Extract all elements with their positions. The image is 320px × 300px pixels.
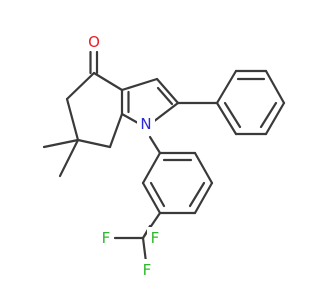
atom-fluorine-2: F <box>139 259 155 279</box>
structure-canvas: O N F F F <box>42 31 286 279</box>
atom-oxygen: O <box>85 31 103 51</box>
atom-label-layer: O N F F F <box>85 31 163 279</box>
oxygen-label: O <box>88 33 100 51</box>
bond-c7-c7a <box>108 112 124 149</box>
atom-fluorine-1: F <box>98 227 114 247</box>
bond-ph-inner-3 <box>223 101 242 129</box>
bond-c4-c5 <box>65 71 96 101</box>
structural-formula: O N F F F <box>42 31 286 279</box>
bond-n1-aryl <box>148 135 162 155</box>
bond-ar-6 <box>141 151 162 185</box>
bond-c6-c7 <box>76 138 112 149</box>
bond-c6-methyl-b <box>58 138 80 178</box>
fluorine-label-2: F <box>143 261 152 279</box>
bond-c3-c2-a <box>155 77 180 105</box>
bond-ph-inner-2 <box>259 101 278 129</box>
atom-nitrogen: N <box>137 113 155 133</box>
bond-c4-c3a <box>92 71 124 92</box>
bond-ar-2 <box>193 151 214 185</box>
bond-ar-3 <box>193 181 214 215</box>
bond-cf3-f2 <box>141 236 148 264</box>
bond-ph-1 <box>215 69 238 105</box>
bond-c3a-c3 <box>120 77 159 92</box>
bond-ph-3 <box>264 69 286 105</box>
nitrogen-label: N <box>140 115 151 133</box>
fluorine-label-1: F <box>102 229 111 247</box>
bond-ph-6 <box>215 101 238 136</box>
bond-c5-c6 <box>65 97 80 142</box>
atom-fluorine-3: F <box>147 227 163 247</box>
bond-layer <box>42 50 286 264</box>
bond-ar-inner-2 <box>188 181 206 208</box>
bond-n1-c7a <box>120 112 140 125</box>
bond-c2-n1 <box>151 101 180 124</box>
bond-ar-inner-3 <box>149 181 166 208</box>
bond-ph-4 <box>264 101 286 136</box>
bond-c6-methyl-a <box>42 138 80 149</box>
bond-c3-c2-b <box>156 86 174 106</box>
fluorine-label-3: F <box>151 229 160 247</box>
bond-ar-5 <box>141 181 162 215</box>
